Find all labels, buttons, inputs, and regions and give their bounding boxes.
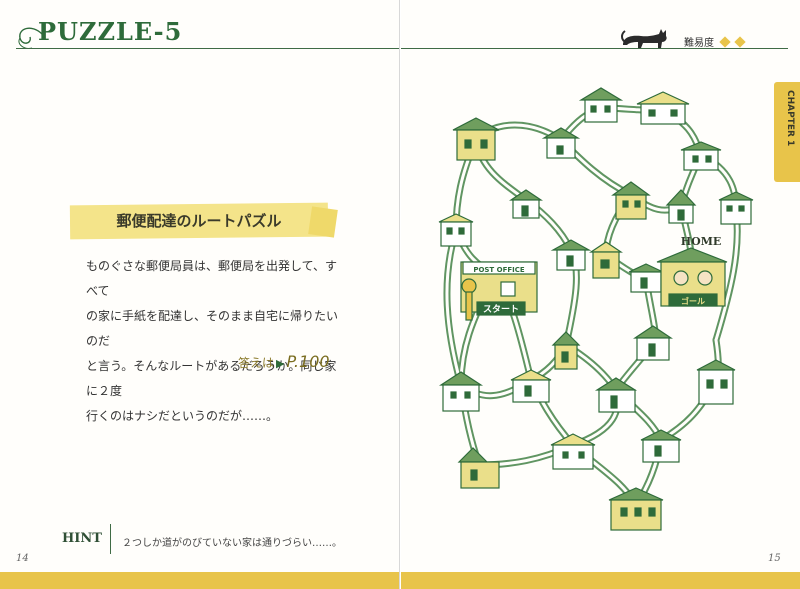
hint-label: HINT	[62, 531, 102, 546]
top-rule	[16, 48, 399, 49]
goal-label: ゴール	[681, 296, 705, 306]
house-icon	[541, 127, 581, 159]
house-icon	[550, 239, 592, 271]
puzzle-description: ものぐさな郵便局員は、郵便局を出発して、すべて の家に手紙を配達し、そのまま自宅…	[86, 254, 344, 429]
puzzle-title: PUZZLE-5	[38, 17, 183, 46]
house-icon	[628, 263, 664, 293]
route-map: POST OFFICE スタート HOME ゴール	[438, 87, 754, 531]
hint-text: ２つしか道がのびていない家は通りづらい……。	[122, 538, 342, 549]
bottom-band	[0, 572, 399, 589]
chapter-tab	[774, 82, 800, 182]
difficulty-label: 難易度	[684, 38, 714, 49]
house-icon	[589, 241, 623, 279]
answer-page: P.100	[286, 352, 330, 371]
house-icon	[608, 487, 664, 531]
house-icon	[509, 189, 543, 219]
house-icon	[551, 331, 581, 370]
page-number: 14	[16, 553, 29, 564]
body-line: ものぐさな郵便局員は、郵便局を出発して、すべて	[86, 259, 338, 298]
right-page: 難易度 CHAPTER 1	[401, 0, 800, 589]
houses	[438, 87, 754, 531]
house-icon	[457, 447, 500, 489]
house-icon	[636, 91, 690, 125]
body-line: と言う。そんなルートがあるだろうか。同じ家に２度	[86, 359, 337, 398]
house-icon	[718, 191, 754, 225]
start-label: スタート	[483, 303, 519, 315]
bottom-band	[401, 572, 800, 589]
house-icon	[640, 429, 682, 463]
body-line: の家に手紙を配達し、そのまま自宅に帰りたいのだ	[86, 309, 339, 348]
house-icon	[510, 369, 552, 403]
house-icon	[438, 371, 484, 412]
answer-reference: 答えは▶P.100	[238, 352, 330, 371]
house-icon	[438, 213, 474, 247]
cat-icon	[621, 29, 667, 48]
post-office-sign: POST OFFICE	[473, 266, 525, 274]
house-icon	[594, 377, 638, 413]
hint-divider	[110, 524, 111, 554]
top-rule	[401, 48, 788, 49]
puzzle-heading: 郵便配達のルートパズル	[116, 212, 282, 230]
house-icon	[665, 189, 697, 224]
house-icon	[696, 359, 736, 405]
home-sign: HOME	[681, 235, 722, 248]
answer-prefix: 答えは	[238, 356, 275, 370]
house-icon	[680, 141, 722, 171]
page-number: 15	[768, 553, 781, 564]
difficulty-rating: 難易度	[684, 34, 747, 49]
house-icon	[578, 87, 624, 123]
house-icon	[611, 181, 651, 220]
house-icon	[633, 325, 673, 361]
chapter-label: CHAPTER 1	[785, 90, 795, 147]
post-office	[460, 261, 538, 321]
house-icon	[452, 117, 500, 161]
home-house	[656, 247, 728, 307]
triangle-right-icon: ▶	[276, 357, 285, 370]
left-page: PUZZLE-5 郵便配達のルートパズル ものぐさな郵便局員は、郵便局を出発して…	[0, 0, 400, 589]
house-icon	[550, 433, 596, 470]
body-line: 行くのはナシだというのだが……。	[86, 409, 279, 423]
